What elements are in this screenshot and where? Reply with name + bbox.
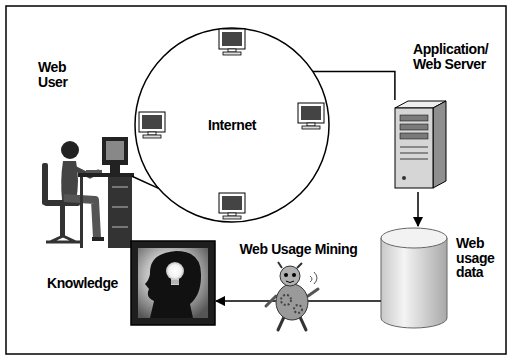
user-figure-part: [102, 137, 128, 165]
user-figure-part: [80, 177, 83, 248]
node-label: Web usage data: [456, 236, 500, 280]
server-tower-part: [400, 115, 428, 121]
knowledge-picture-part: [171, 281, 179, 283]
user-node: Web User: [32, 58, 132, 255]
server-tower-part: [395, 108, 433, 188]
user-figure: [42, 137, 134, 248]
edge-label: Web Usage Mining: [238, 241, 360, 257]
internet-circle: Internet: [134, 27, 330, 223]
server-tower-part: [400, 158, 428, 160]
mining-critter-part: [278, 317, 306, 330]
user-figure-part: [112, 206, 128, 208]
node-label: Web User: [38, 60, 78, 89]
user-figure-part: [42, 163, 48, 205]
knowledge-picture-part: [131, 241, 215, 325]
mining-critter-part: [284, 273, 288, 277]
knowledge-picture: [131, 241, 215, 325]
mining-critter-part: [266, 289, 318, 306]
network-computers-part: [298, 103, 324, 129]
network-computers-part: [219, 29, 245, 55]
mining-critter-part: [310, 272, 317, 284]
knowledge-picture-part: [171, 279, 179, 285]
user-figure-part: [92, 237, 104, 241]
mining-critter-part: [278, 262, 302, 268]
node-label: Application/ Web Server: [413, 42, 503, 71]
server-tower: [395, 101, 446, 188]
mining-critter-part: [281, 295, 291, 305]
server-tower-part: [400, 133, 428, 139]
user-figure-part: [108, 177, 132, 248]
outer-frame: [6, 6, 506, 354]
knowledge-picture-part: [145, 251, 201, 318]
knowledge-picture-part: [138, 248, 208, 318]
flow-arrow: [216, 300, 381, 302]
node-label: Internet: [134, 118, 330, 133]
database-cylinder: [381, 228, 447, 328]
flow-arrow: [417, 192, 419, 226]
knowledge-node: Knowledge: [130, 240, 216, 326]
user-figure-part: [46, 236, 80, 242]
database-cylinder-part: [381, 238, 447, 328]
mining-critter-part: [286, 281, 294, 283]
network-computers: [139, 29, 324, 219]
server-node: Application/ Web Server: [385, 100, 451, 192]
user-figure-part: [112, 226, 128, 228]
mining-critter-part: [294, 305, 302, 313]
mining-critter: [266, 262, 318, 330]
user-figure-part: [78, 173, 134, 177]
server-tower-part: [433, 101, 446, 188]
user-figure-part: [86, 170, 102, 173]
server-tower-part: [400, 152, 428, 154]
server-tower-part: [400, 146, 428, 148]
internet-ring: [135, 28, 329, 222]
database-node: Web usage data: [378, 226, 450, 330]
node-label: Knowledge: [30, 276, 118, 291]
mining-critter-part: [292, 273, 296, 277]
server-tower-part: [400, 124, 428, 130]
knowledge-picture-part: [166, 262, 184, 280]
user-figure-part: [106, 141, 124, 160]
network-computers-part: [219, 193, 245, 219]
database-cylinder-part: [381, 228, 447, 248]
mining-critter-part: [280, 266, 300, 286]
user-figure-part: [112, 186, 128, 188]
mining-critter-part: [276, 284, 308, 320]
user-figure-part: [61, 141, 79, 159]
server-tower-part: [402, 176, 406, 180]
network-computers-part: [139, 112, 165, 138]
user-figure-part: [60, 206, 65, 236]
user-figure-part: [110, 165, 120, 173]
